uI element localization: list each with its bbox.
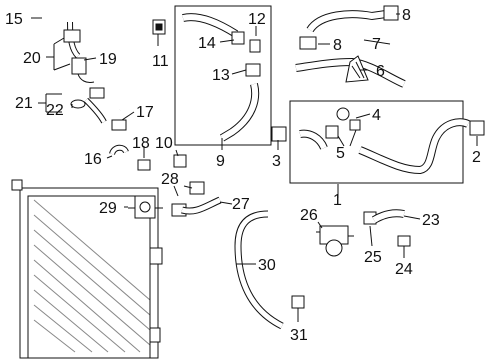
- callout-8-top: 8: [402, 7, 411, 24]
- callout-13: 13: [212, 67, 230, 84]
- callout-3: 3: [272, 153, 281, 170]
- callout-26: 26: [300, 207, 318, 224]
- box-9-parts: [182, 13, 261, 142]
- clamp-3: [271, 126, 287, 142]
- callout-4: 4: [372, 107, 381, 124]
- callout-28: 28: [161, 171, 179, 188]
- callout-20: 20: [23, 50, 41, 67]
- callout-6: 6: [376, 63, 385, 80]
- clamp-2: [469, 120, 485, 136]
- callout-1: 1: [333, 192, 342, 209]
- clamp-10: [173, 154, 187, 168]
- group-box-1: [289, 100, 464, 184]
- hose-23: [363, 209, 411, 247]
- pump-26: [316, 225, 354, 257]
- callout-14: 14: [198, 35, 216, 52]
- part-6: [295, 55, 406, 88]
- clamp-31: [291, 295, 305, 309]
- callout-27: 27: [232, 196, 250, 213]
- callout-25: 25: [364, 249, 382, 266]
- callout-8-mid: 8: [333, 37, 342, 54]
- callout-10: 10: [155, 135, 173, 152]
- callout-24: 24: [395, 261, 413, 278]
- callout-5: 5: [336, 145, 345, 162]
- callout-21: 21: [15, 95, 33, 112]
- hose-27: [171, 181, 222, 217]
- clamp-18: [137, 159, 151, 171]
- callout-11: 11: [152, 53, 169, 70]
- callout-19: 19: [99, 51, 117, 68]
- hose-7: [299, 5, 399, 50]
- thermostat-29: [128, 195, 163, 219]
- callout-29: 29: [99, 200, 117, 217]
- radiator: [11, 179, 163, 359]
- callout-17: 17: [136, 104, 154, 121]
- callout-31: 31: [290, 327, 308, 344]
- box-1-parts: [299, 107, 470, 175]
- callout-7: 7: [372, 36, 381, 53]
- hose-30: [234, 210, 284, 330]
- leader-lines: [31, 13, 478, 322]
- callout-12: 12: [248, 11, 266, 28]
- callout-18: 18: [132, 135, 150, 152]
- callout-15: 15: [5, 11, 23, 28]
- callout-9: 9: [216, 153, 225, 170]
- callout-23: 23: [422, 212, 440, 229]
- upper-left-hose-assembly: [39, 7, 127, 124]
- clamp-17: [111, 119, 127, 131]
- callout-30: 30: [258, 257, 276, 274]
- callout-22: 22: [46, 102, 64, 119]
- group-box-9: [174, 5, 272, 146]
- callout-16: 16: [84, 151, 102, 168]
- callout-2: 2: [472, 149, 481, 166]
